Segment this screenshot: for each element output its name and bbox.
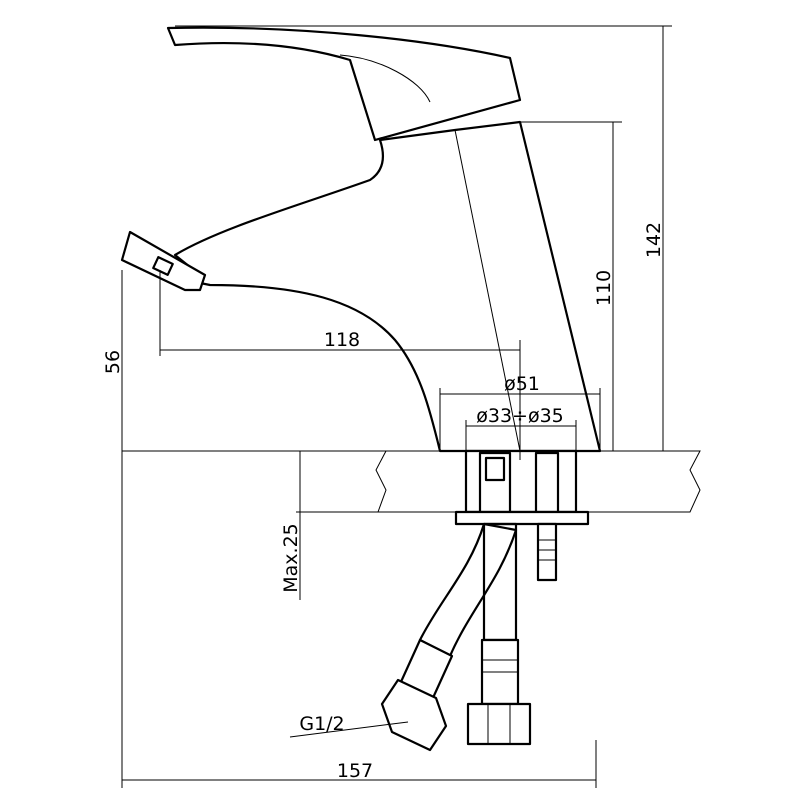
countertop-section-right bbox=[575, 450, 701, 513]
mounting-plate bbox=[454, 510, 590, 526]
thread-leader bbox=[289, 721, 409, 738]
dimension-lines bbox=[121, 25, 672, 788]
dimension-labels: 142 110 56 118 ø51 ø33÷ø35 Max.25 157 G1… bbox=[102, 222, 665, 782]
spout-body bbox=[173, 120, 602, 453]
hose-left-braid bbox=[418, 522, 518, 658]
faucet-body bbox=[120, 26, 602, 453]
label-110: 110 bbox=[593, 270, 615, 306]
threaded-rod bbox=[536, 522, 558, 582]
label-d33: ø33÷ø35 bbox=[476, 405, 564, 427]
body-seam-line bbox=[454, 129, 521, 452]
label-max25: Max.25 bbox=[280, 523, 302, 593]
label-118: 118 bbox=[324, 329, 360, 351]
stud-right bbox=[534, 451, 560, 514]
countertop bbox=[122, 450, 701, 513]
handle-curve bbox=[339, 54, 431, 103]
label-56: 56 bbox=[102, 350, 124, 374]
hex-nut-right bbox=[466, 702, 532, 746]
mounting-hardware bbox=[454, 449, 590, 582]
stud-nut bbox=[484, 456, 506, 482]
label-d51: ø51 bbox=[504, 373, 540, 395]
hex-nut-left bbox=[380, 678, 448, 752]
label-142: 142 bbox=[643, 222, 665, 258]
label-157: 157 bbox=[337, 760, 373, 782]
supply-hoses bbox=[380, 522, 532, 752]
handle-lever bbox=[166, 26, 522, 142]
label-g12: G1/2 bbox=[299, 713, 344, 735]
countertop-section-left bbox=[375, 450, 467, 513]
